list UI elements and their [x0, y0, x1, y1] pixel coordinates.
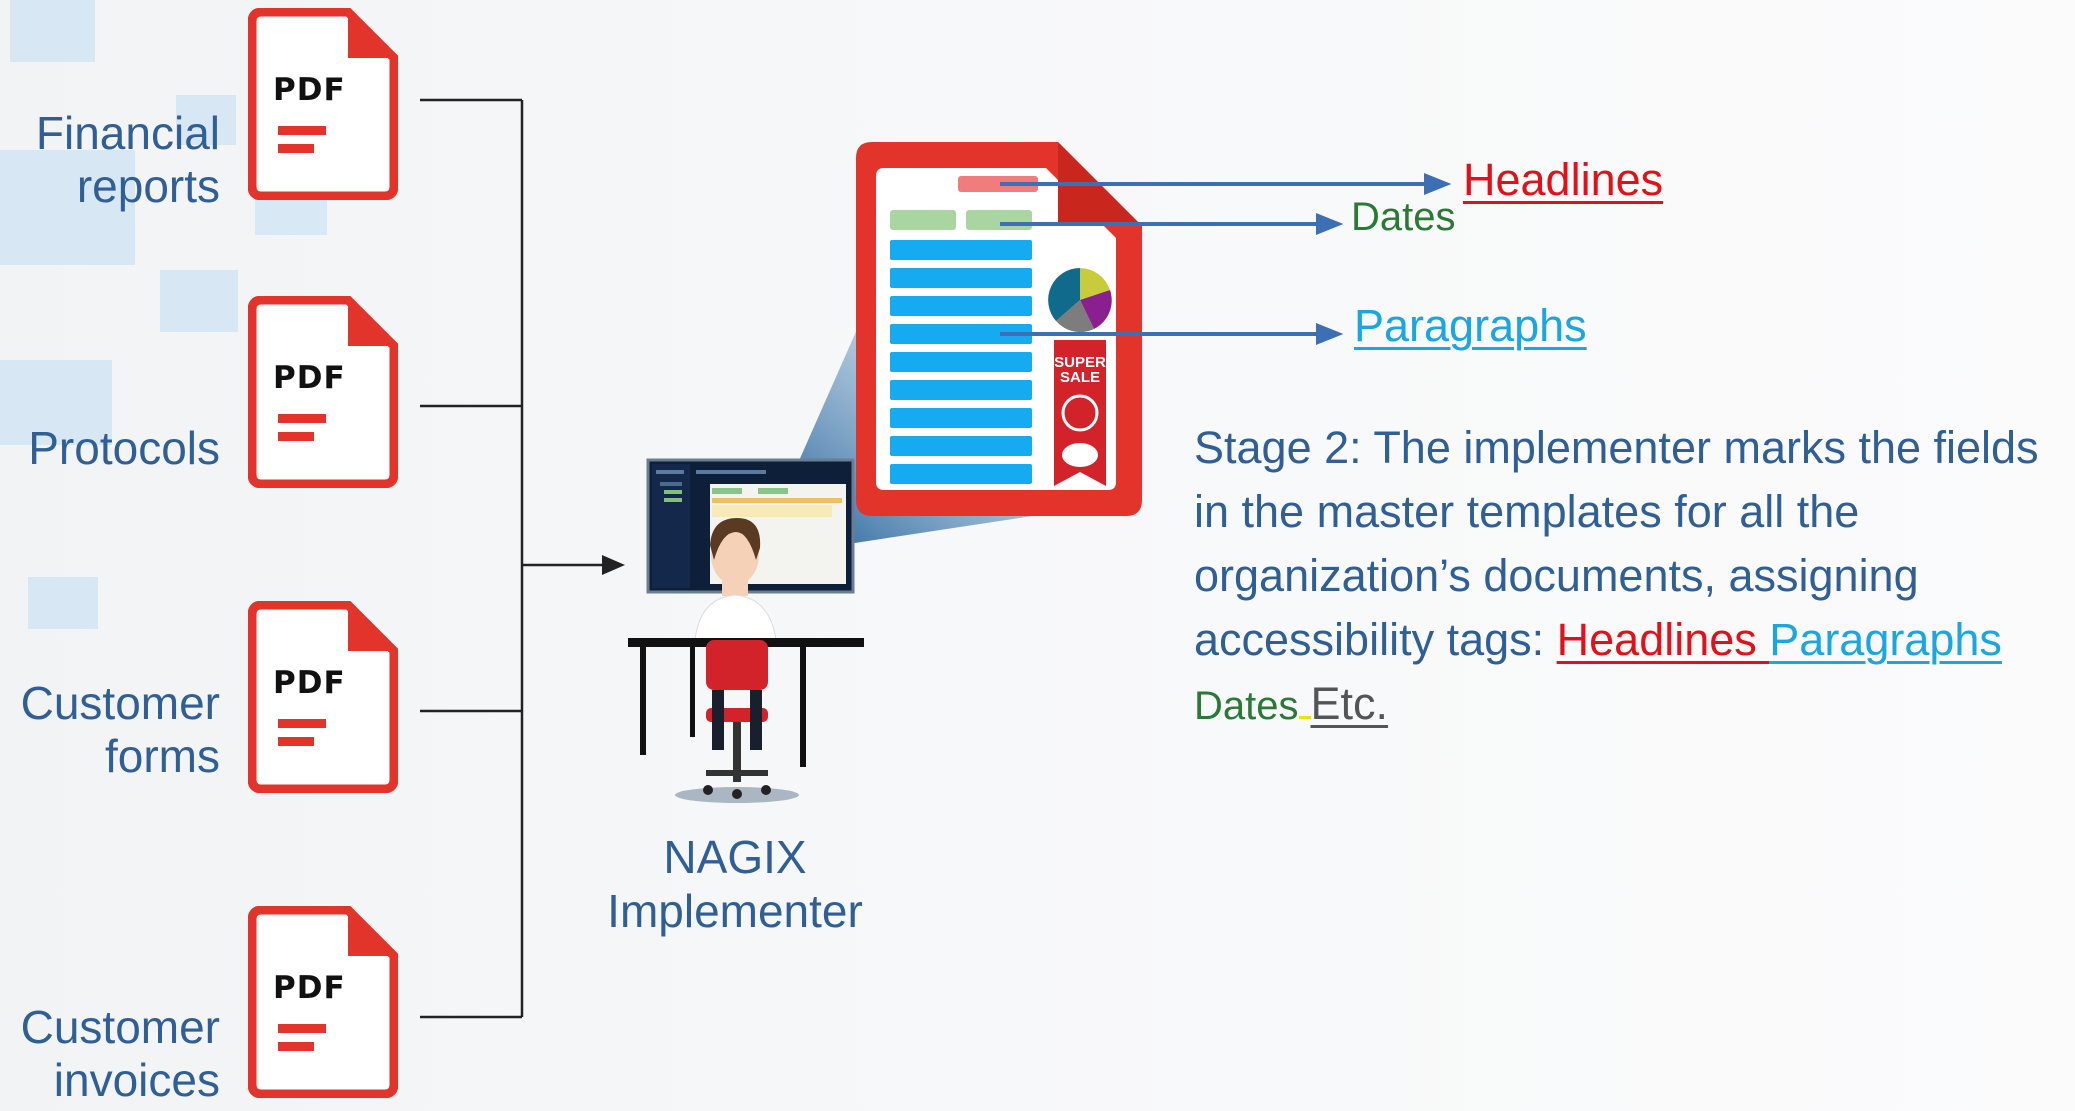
implementer-name: NAGIX [663, 831, 807, 883]
paragraph-field [890, 380, 1032, 400]
sale-banner-text: SUPER SALE [1054, 354, 1106, 386]
tag-dates: Dates [1351, 195, 1456, 239]
implementer-role: Implementer [607, 885, 863, 937]
paragraph-field [890, 268, 1032, 288]
stage-paragraphs: Paragraphs [1769, 614, 2002, 665]
paragraph-field [890, 408, 1032, 428]
implementer-label: NAGIX Implementer [580, 830, 890, 938]
background-square [28, 577, 98, 629]
pdf-file-icon: PDF [247, 295, 399, 489]
pdf-badge: PDF [273, 72, 346, 108]
pdf-file-icon: PDF [247, 905, 399, 1099]
monitor-icon [646, 458, 855, 594]
pdf-badge: PDF [273, 970, 346, 1006]
pdf-badge: PDF [273, 665, 346, 701]
paragraph-field [890, 240, 1032, 260]
document-label-financial-reports: Financial reports [35, 107, 220, 212]
paragraph-field [890, 464, 1032, 484]
paragraph-field [890, 436, 1032, 456]
background-square [160, 270, 238, 332]
pdf-file-icon: PDF [247, 600, 399, 794]
paragraph-field [890, 296, 1032, 316]
stage-dates: Dates [1194, 684, 1299, 728]
cloud-icon [1062, 443, 1098, 467]
paragraph-field [890, 324, 1032, 344]
pdf-file-icon: PDF [247, 7, 399, 201]
background-square [0, 150, 135, 265]
stage-headlines: Headlines [1556, 614, 1770, 665]
stage-etc: Etc. [1310, 678, 1389, 729]
headphones-icon [1061, 394, 1099, 432]
headline-field [958, 176, 1038, 192]
date-field [890, 210, 956, 230]
background-square [0, 360, 112, 445]
stage-text: Stage 2: The implementer marks the field… [1194, 422, 2039, 665]
document-label-customer-invoices: Customer invoices [20, 1001, 220, 1106]
stage-description: Stage 2: The implementer marks the field… [1194, 416, 2074, 738]
document-label-protocols: Protocols [28, 422, 220, 474]
background-square [176, 95, 236, 145]
tag-headlines: Headlines [1463, 154, 1664, 205]
document-label-customer-forms: Customer forms [20, 677, 220, 782]
chair-icon [675, 640, 799, 803]
date-field [966, 210, 1032, 230]
pdf-badge: PDF [273, 360, 346, 396]
pie-chart-icon [1048, 268, 1112, 333]
background-square [10, 0, 95, 62]
paragraph-field [890, 352, 1032, 372]
person-icon [694, 518, 777, 641]
tag-paragraphs: Paragraphs [1354, 300, 1587, 351]
